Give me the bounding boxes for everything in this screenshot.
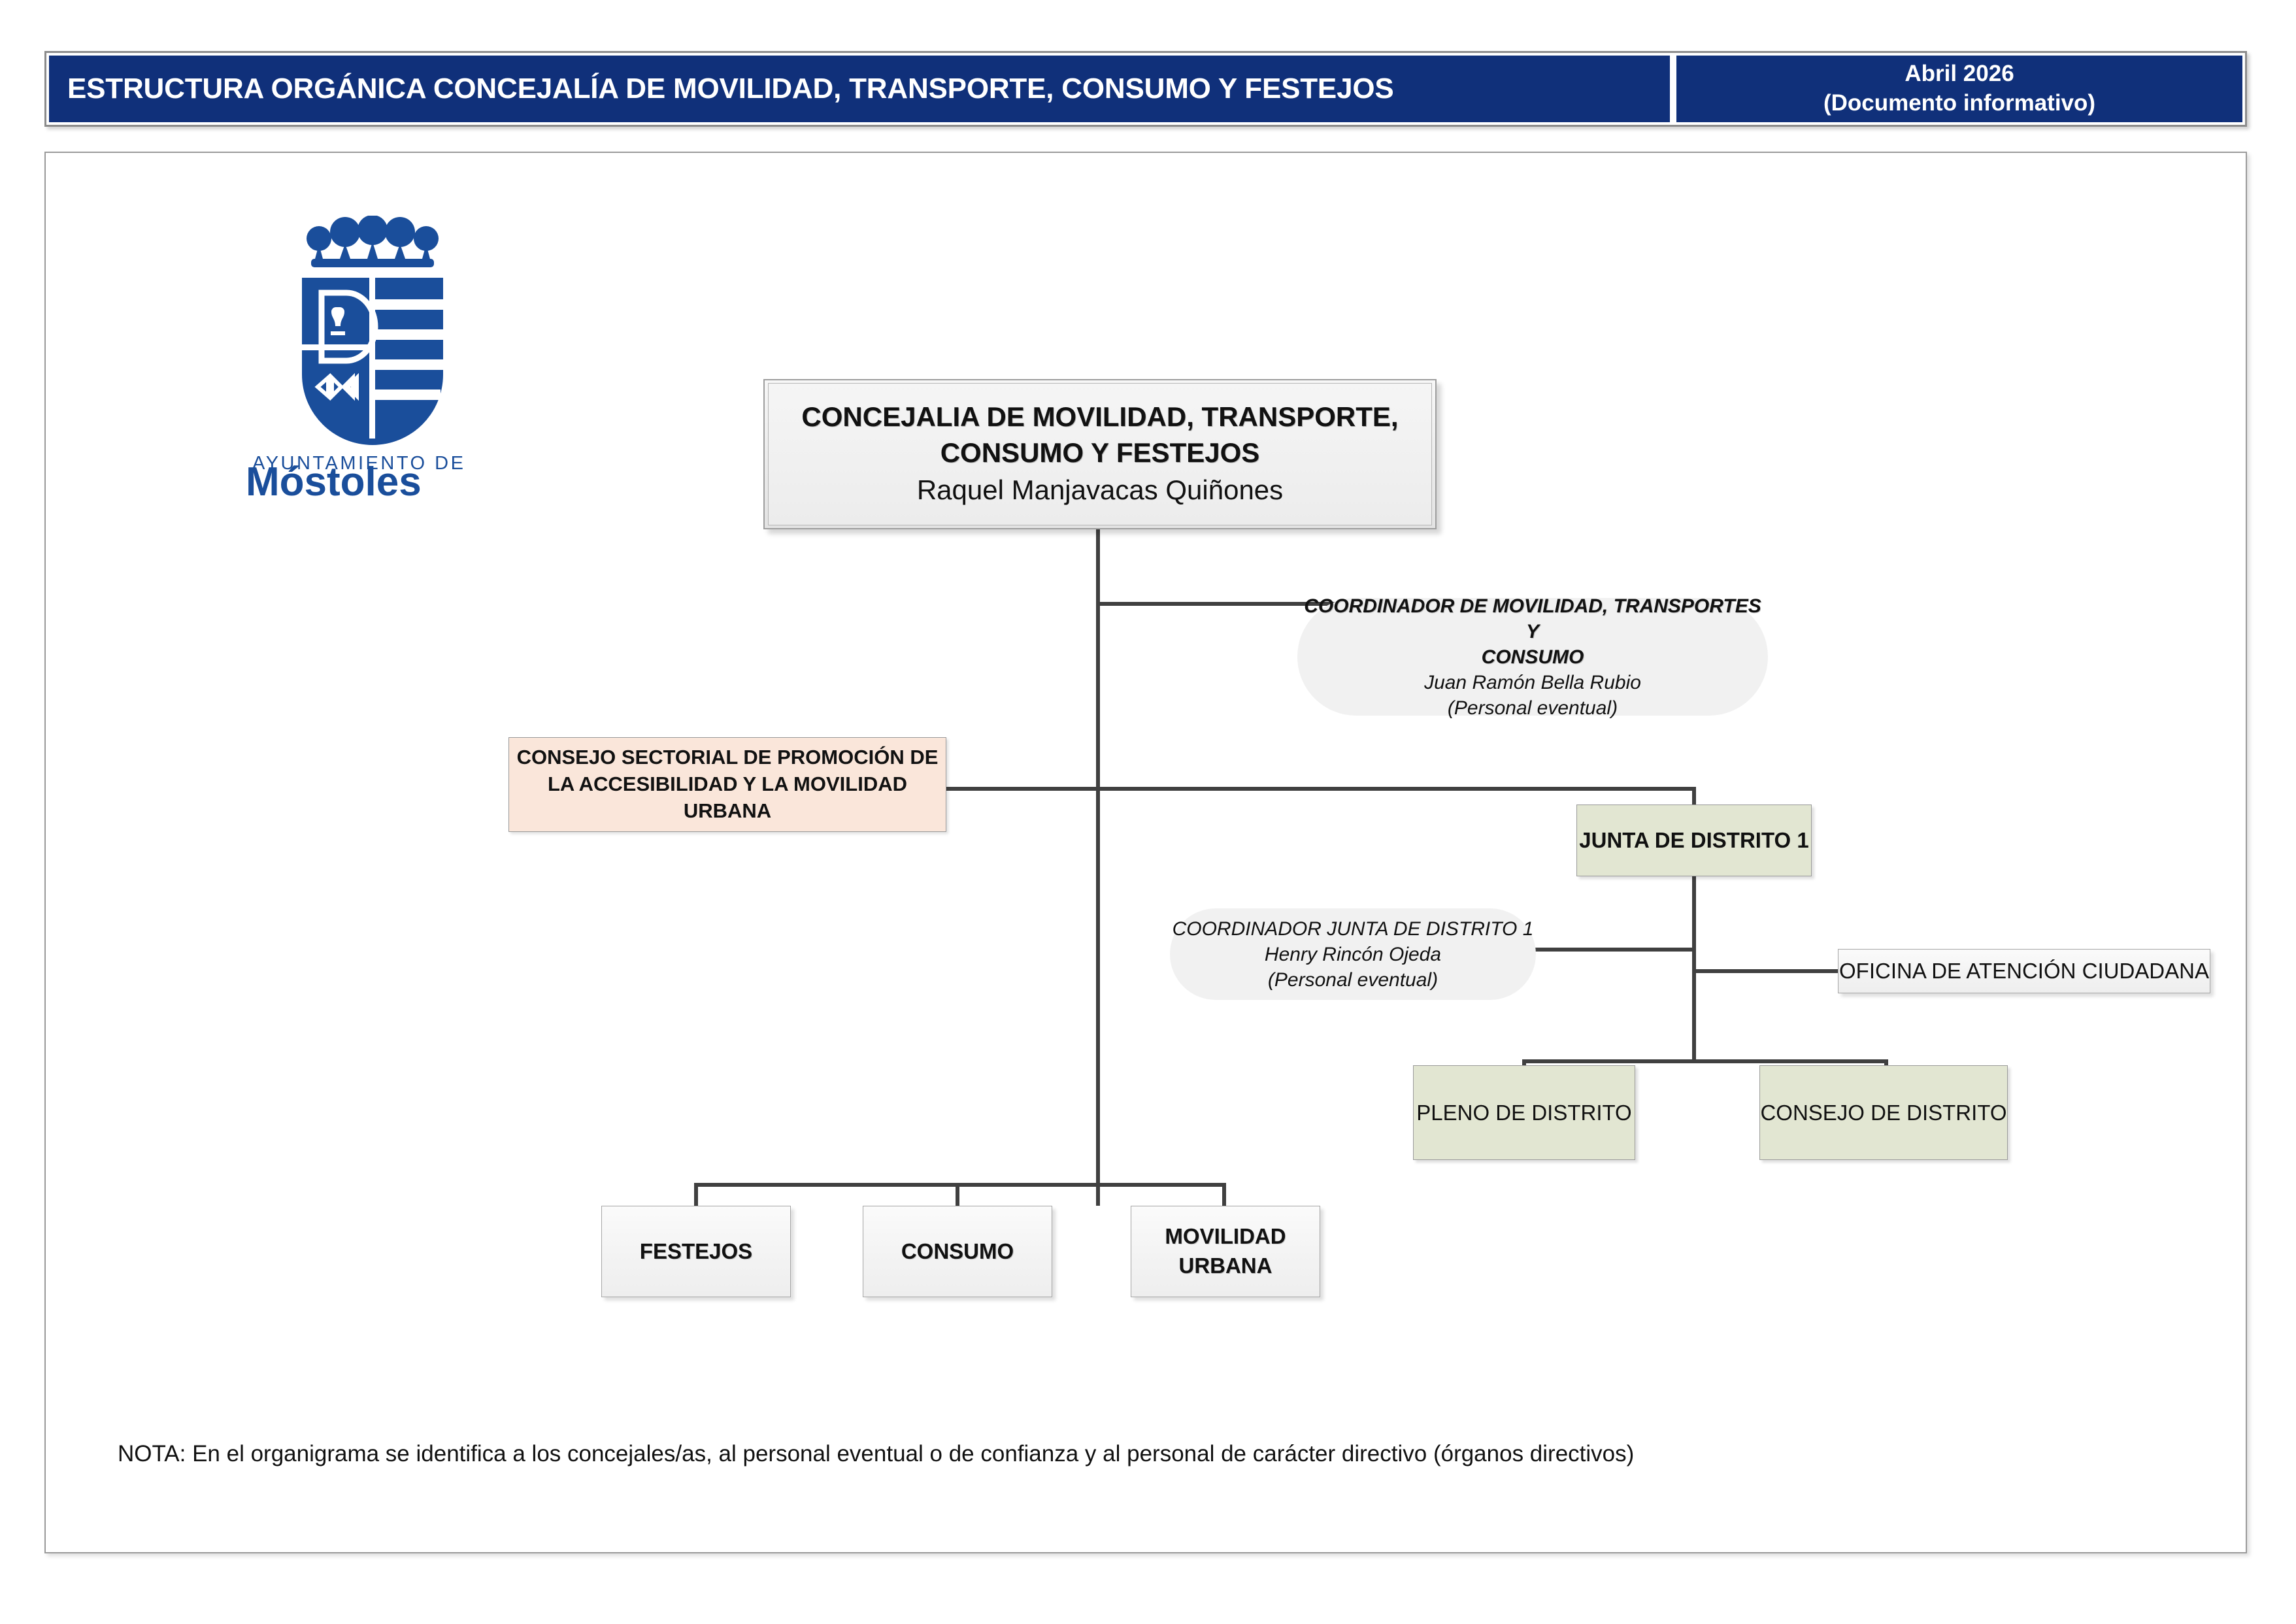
header-date: Abril 2026 <box>1905 61 2014 87</box>
coord-junta-staff-type: (Personal eventual) <box>1267 969 1439 991</box>
connector-distrito-bar <box>1522 1059 1888 1063</box>
concejalia-title-line1: CONCEJALIA DE MOVILIDAD, TRANSPORTE, <box>801 401 1399 433</box>
connector-to-consejo-distrito-v <box>1884 1059 1888 1069</box>
node-pleno-distrito[interactable]: PLENO DE DISTRITO <box>1413 1065 1635 1160</box>
consejo-distrito-label: CONSEJO DE DISTRITO <box>1760 1100 2007 1125</box>
connector-to-festejos-v <box>694 1183 698 1208</box>
node-junta-distrito-1[interactable]: JUNTA DE DISTRITO 1 <box>1576 804 1812 876</box>
coat-of-arms-icon: AYUNTAMIENTO DE Móstoles <box>246 216 465 497</box>
coord-movilidad-staff-type: (Personal eventual) <box>1447 697 1618 719</box>
consejo-sectorial-line2: LA ACCESIBILIDAD Y LA MOVILIDAD <box>548 772 907 796</box>
concejalia-title-line2: CONSUMO Y FESTEJOS <box>940 437 1260 468</box>
connector-junta-to-coord-h <box>1533 948 1696 952</box>
consumo-label: CONSUMO <box>901 1238 1014 1263</box>
coord-junta-role: COORDINADOR JUNTA DE DISTRITO 1 <box>1172 918 1534 940</box>
connector-to-consumo-v <box>956 1183 959 1208</box>
coord-junta-person: Henry Rincón Ojeda <box>1264 943 1442 965</box>
node-consejo-distrito[interactable]: CONSEJO DE DISTRITO <box>1759 1065 2008 1160</box>
pleno-distrito-label: PLENO DE DISTRITO <box>1416 1100 1632 1125</box>
connector-to-pleno-v <box>1522 1059 1526 1069</box>
connector-to-junta-v <box>1692 787 1696 808</box>
connector-trunk-main <box>1096 529 1100 1206</box>
connector-to-movilidad-urbana-v <box>1222 1183 1226 1208</box>
header-subtitle: (Documento informativo) <box>1823 90 2096 116</box>
node-festejos[interactable]: FESTEJOS <box>601 1206 791 1297</box>
connector-to-coord-movilidad-h <box>1096 602 1552 606</box>
coord-movilidad-person: Juan Ramón Bella Rubio <box>1424 671 1641 693</box>
header-title-cell: ESTRUCTURA ORGÁNICA CONCEJALÍA DE MOVILI… <box>49 56 1670 122</box>
node-oficina-atencion-ciudadana[interactable]: OFICINA DE ATENCIÓN CIUDADANA <box>1838 949 2210 993</box>
node-coordinador-movilidad[interactable]: COORDINADOR DE MOVILIDAD, TRANSPORTES Y … <box>1297 595 1768 719</box>
page-title: ESTRUCTURA ORGÁNICA CONCEJALÍA DE MOVILI… <box>67 73 1394 105</box>
connector-junta-to-oficina-h <box>1692 969 1841 973</box>
junta-distrito-label: JUNTA DE DISTRITO 1 <box>1579 828 1809 853</box>
festejos-label: FESTEJOS <box>639 1238 753 1263</box>
coord-movilidad-role-line1: COORDINADOR DE MOVILIDAD, TRANSPORTES Y <box>1304 595 1761 642</box>
oficina-label: OFICINA DE ATENCIÓN CIUDADANA <box>1839 959 2209 984</box>
movilidad-urbana-line1: MOVILIDAD <box>1165 1224 1286 1249</box>
connector-level-h <box>946 787 1696 791</box>
node-coordinador-junta-distrito[interactable]: COORDINADOR JUNTA DE DISTRITO 1 Henry Ri… <box>1170 908 1536 1000</box>
mostoles-logo: AYUNTAMIENTO DE Móstoles <box>242 216 490 497</box>
document-header: ESTRUCTURA ORGÁNICA CONCEJALÍA DE MOVILI… <box>44 51 2247 127</box>
connector-departments-bar <box>694 1183 1226 1187</box>
node-concejalia-root[interactable]: CONCEJALIA DE MOVILIDAD, TRANSPORTE, CON… <box>763 379 1437 529</box>
logo-org-line1: AYUNTAMIENTO DE <box>252 453 465 474</box>
node-consejo-sectorial[interactable]: CONSEJO SECTORIAL DE PROMOCIÓN DE LA ACC… <box>508 737 946 832</box>
node-movilidad-urbana[interactable]: MOVILIDAD URBANA <box>1131 1206 1320 1297</box>
consejo-sectorial-line1: CONSEJO SECTORIAL DE PROMOCIÓN DE <box>516 746 939 769</box>
concejalia-person: Raquel Manjavacas Quiñones <box>916 474 1284 506</box>
chart-note: NOTA: En el organigrama se identifica a … <box>118 1441 1635 1467</box>
consejo-sectorial-line3: URBANA <box>683 799 772 822</box>
logo-org-line2: Móstoles <box>246 459 422 497</box>
node-consumo[interactable]: CONSUMO <box>863 1206 1052 1297</box>
coord-movilidad-role-line2: CONSUMO <box>1481 646 1584 668</box>
movilidad-urbana-line2: URBANA <box>1178 1253 1273 1278</box>
header-date-cell: Abril 2026 (Documento informativo) <box>1676 56 2242 122</box>
